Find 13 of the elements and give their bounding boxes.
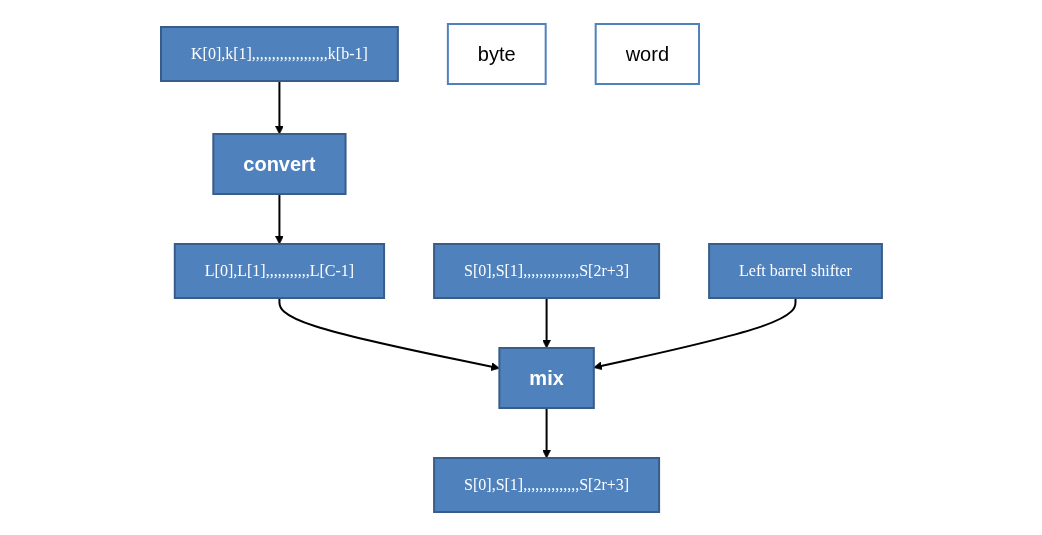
node-box: convert bbox=[211, 132, 347, 195]
node-box: S[0],S[1],,,,,,,,,,,,,,S[2r+3] bbox=[432, 456, 660, 513]
node-box: S[0],S[1],,,,,,,,,,,,,,S[2r+3] bbox=[432, 242, 660, 299]
arrow bbox=[274, 79, 284, 134]
node-box: word bbox=[594, 22, 700, 85]
node-box: K[0],k[1],,,,,,,,,,,,,,,,,,,k[b-1] bbox=[159, 25, 399, 82]
arrow bbox=[274, 192, 284, 244]
arrow bbox=[541, 406, 551, 458]
node-box: mix bbox=[497, 346, 595, 409]
arrow bbox=[541, 296, 551, 348]
node-box: L[0],L[1],,,,,,,,,,,L[C-1] bbox=[173, 242, 385, 299]
node-box: byte bbox=[446, 22, 547, 85]
node-box: Left barrel shifter bbox=[707, 242, 883, 299]
